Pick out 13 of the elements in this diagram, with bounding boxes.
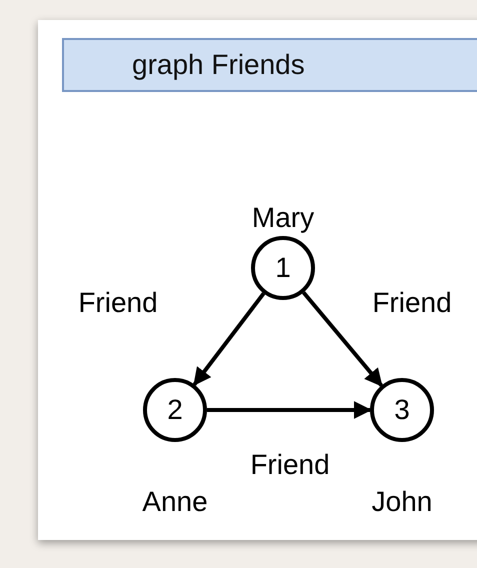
node-name: Anne (142, 486, 208, 518)
node-name: John (372, 486, 432, 518)
node-name: Mary (252, 202, 314, 234)
title: graph Friends (132, 49, 305, 81)
node-number: 3 (394, 394, 410, 426)
edge-label: Friend (250, 449, 330, 481)
edge-label: Friend (78, 287, 158, 319)
edge-label: Friend (372, 287, 452, 319)
node-number: 2 (167, 394, 183, 426)
arrow (192, 292, 266, 386)
node-number: 1 (275, 252, 291, 284)
arrow (207, 401, 372, 419)
arrow (302, 291, 383, 387)
